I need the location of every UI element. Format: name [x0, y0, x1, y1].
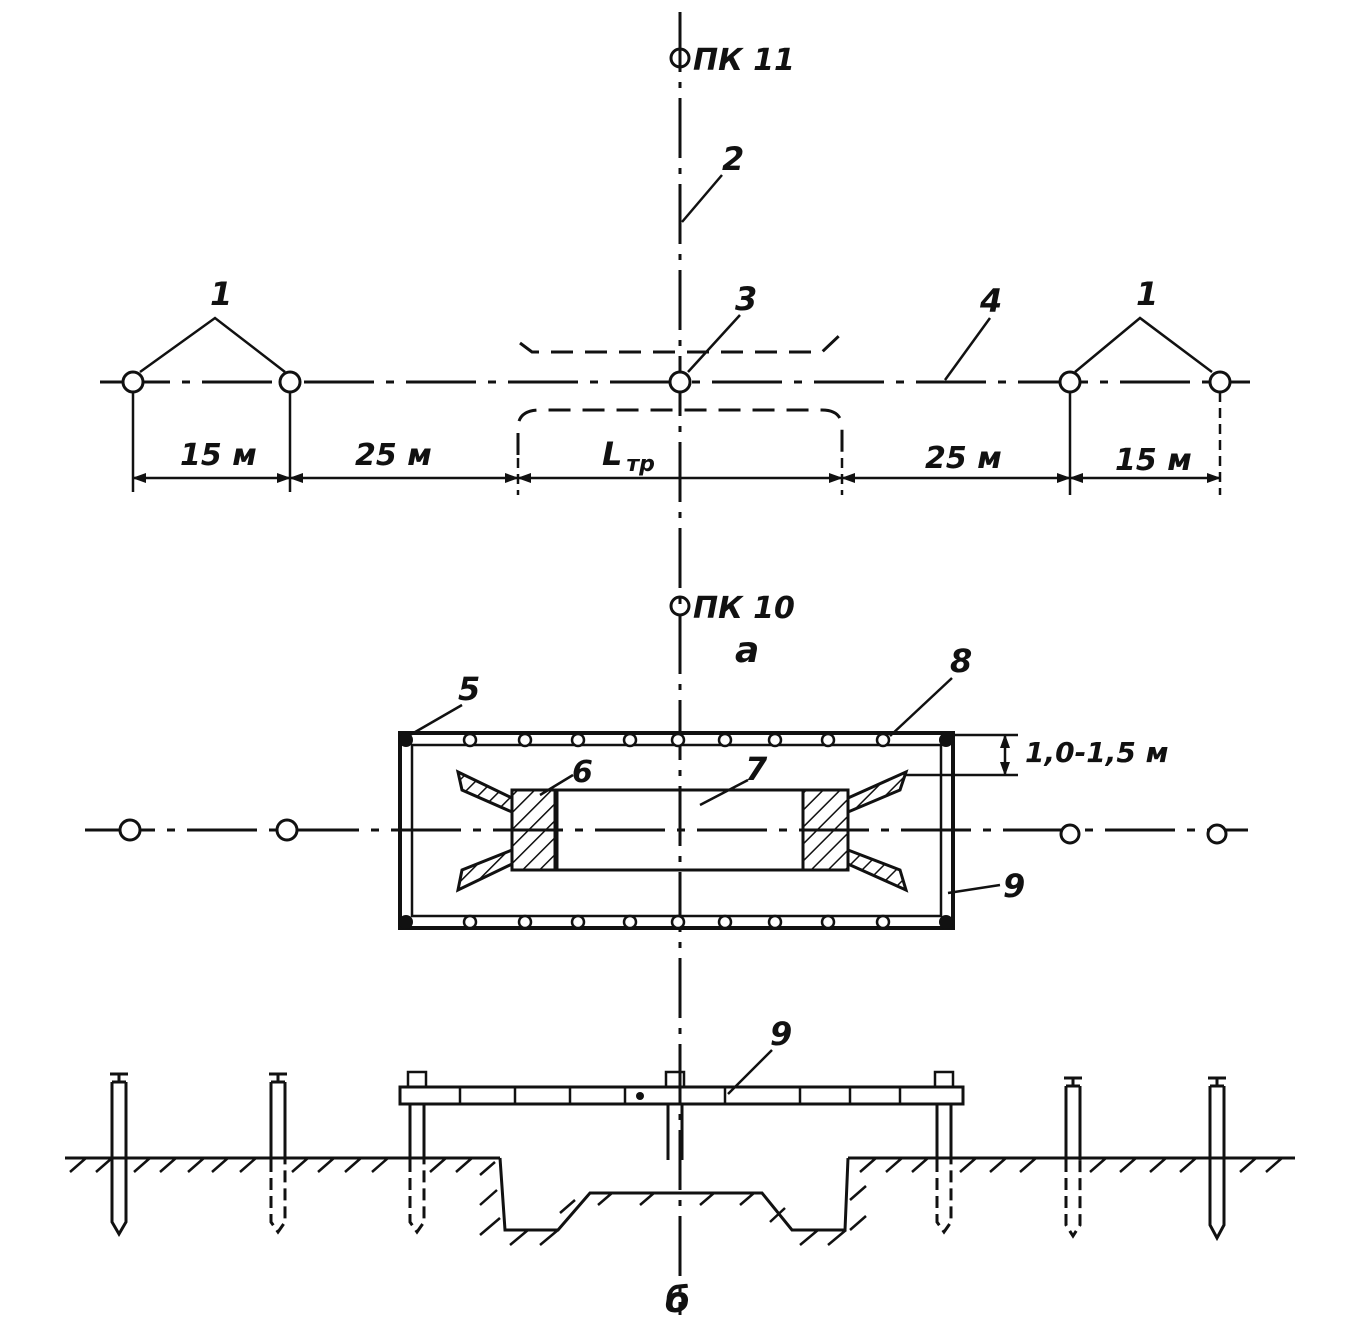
callout-9-plan: 9	[1003, 867, 1025, 905]
section-view-b: 9 б	[65, 1015, 1295, 1321]
callout-3: 3	[735, 280, 757, 318]
picket-pk11-marker	[669, 47, 691, 69]
stake-left-inner	[278, 370, 302, 394]
frame-stake-right-outer	[1206, 823, 1228, 845]
dimension-extension-lines	[131, 392, 1222, 495]
batten-board-nails	[458, 1087, 902, 1104]
subfigure-label-b: б	[665, 1280, 690, 1321]
ground-hatching	[69, 1157, 1283, 1173]
stake-left-outer	[121, 370, 145, 394]
wingwall-right-top	[846, 769, 909, 815]
section-stake-3	[1064, 1076, 1082, 1239]
callout-4: 4	[979, 282, 1002, 320]
wingwall-left-top	[455, 769, 514, 815]
callout-1-left: 1	[210, 275, 232, 313]
callout-1-right: 1	[1136, 275, 1158, 313]
callout-2: 2	[722, 140, 744, 178]
dimension-ltr-sub: тр	[626, 452, 655, 477]
headwall-right	[801, 788, 850, 872]
offset-dimension-label: 1,0-1,5 м	[1025, 736, 1168, 769]
foundation-pit	[498, 1157, 850, 1232]
batten-center-nail	[636, 1092, 644, 1100]
frame-corner-posts	[399, 733, 953, 929]
callout-7-leader	[699, 778, 749, 807]
section-stakes	[110, 1072, 1226, 1242]
wingwall-left-bottom	[455, 847, 514, 893]
post-left-cap	[406, 1070, 428, 1089]
post-right-cap	[933, 1070, 955, 1089]
callout-9-section-leader	[727, 1049, 773, 1095]
frame-stake-left-outer	[118, 818, 142, 842]
center-stake-marker	[668, 370, 692, 394]
frame-plan-view: 1,0-1,5 м 5 6 7 8 9	[85, 642, 1248, 930]
callout-4-leader	[943, 317, 992, 381]
casting-frame-outer	[398, 731, 955, 930]
obstacle-lower-edge	[516, 408, 844, 455]
callout-6: 6	[572, 755, 593, 790]
frame-stake-right-inner	[1059, 823, 1081, 845]
stake-right-inner	[1058, 370, 1082, 394]
callout-2-leader	[681, 174, 723, 223]
pit-hatching	[479, 1161, 867, 1246]
subfigure-label-a: а	[735, 630, 759, 671]
callout-9-section: 9	[770, 1015, 792, 1053]
callout-1-right-leader	[1074, 316, 1213, 373]
callout-8: 8	[950, 642, 972, 680]
picket-pk11-label: ПК 11	[693, 43, 795, 78]
obstacle-upper-edge	[519, 331, 844, 354]
stake-right-outer	[1208, 370, 1232, 394]
callout-8-leader	[889, 677, 953, 737]
plan-view-a: ПК 11 ПК 10 2 3 4 1 1	[100, 12, 1250, 1315]
dimension-15m-right: 15 м	[1115, 443, 1192, 478]
picket-pk10-label: ПК 10	[693, 591, 795, 626]
frame-nails-bottom	[462, 914, 891, 930]
dimension-15m-left: 15 м	[180, 438, 257, 473]
callout-3-leader	[687, 314, 741, 373]
callout-7: 7	[745, 750, 768, 788]
dimension-ltr-main: L	[602, 435, 622, 473]
picket-pk10-marker	[669, 595, 691, 617]
section-stake-1	[110, 1072, 128, 1237]
callout-1-left-leader	[139, 316, 286, 374]
callout-5: 5	[458, 670, 480, 708]
frame-posts-section	[406, 1070, 955, 1235]
callout-5-leader	[409, 703, 463, 737]
frame-nails-top	[462, 732, 891, 748]
frame-stake-left-inner	[275, 818, 299, 842]
callout-6-leader	[539, 773, 574, 797]
section-stake-4	[1208, 1076, 1226, 1242]
callout-9-plan-leader	[947, 883, 1001, 895]
dimension-25m-right: 25 м	[925, 441, 1002, 476]
dimension-25m-left: 25 м	[355, 438, 432, 473]
section-stake-2	[269, 1072, 287, 1235]
headwall-left	[510, 788, 559, 872]
post-center-cap	[664, 1070, 686, 1089]
wingwall-right-bottom	[846, 847, 909, 893]
